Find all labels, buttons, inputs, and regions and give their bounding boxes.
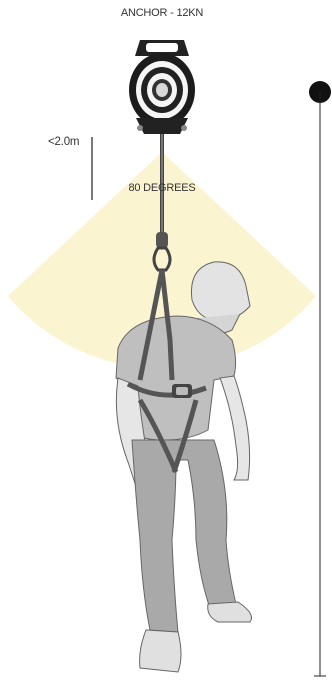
left-boot [140,630,181,672]
retractable-anchor-device-icon [129,40,195,134]
height-indicator [309,81,331,676]
right-boot [208,602,252,622]
clearance-distance-label: <2.0m [48,136,79,148]
anchor-rating-label: ANCHOR - 12KN [0,7,324,19]
swing-angle-label: 80 DEGREES [0,182,324,194]
